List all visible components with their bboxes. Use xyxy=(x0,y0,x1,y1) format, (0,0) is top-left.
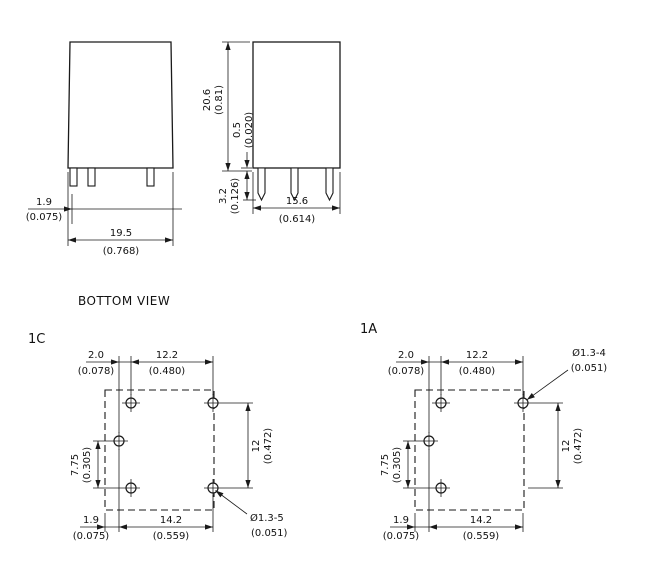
dim-1c-bottom: 1.9 (0.075) 14.2 (0.559) xyxy=(73,449,214,542)
callout-1c-hole-mm: Ø1.3-5 xyxy=(250,512,284,524)
body-outline-dashed xyxy=(104,389,215,511)
callout-1c-hole-in: (0.051) xyxy=(251,528,288,539)
dim-1c-bottom-span-mm: 14.2 xyxy=(160,515,182,526)
side-pin-length-in: (0.126) xyxy=(230,178,241,215)
dim-1a-left: 7.75 (0.305) xyxy=(380,440,432,489)
variant-1a-label: 1A xyxy=(360,322,377,337)
pin-hole xyxy=(110,432,128,450)
callout-1a-hole: Ø1.3-4 (0.051) xyxy=(526,347,608,401)
bottom-view-label: BOTTOM VIEW xyxy=(78,294,170,308)
side-view: 20.6 (0.81) 0.5 (0.020) 3.2 (0.126) 15.6 xyxy=(202,41,341,225)
dim-front-pin-offset: 1.9 (0.075) xyxy=(26,194,182,224)
dim-1a-left-in: (0.305) xyxy=(392,447,403,484)
dim-1a-left-mm: 7.75 xyxy=(380,454,391,476)
dim-1c-top: 2.0 (0.078) 12.2 (0.480) xyxy=(78,350,214,433)
side-height-mm: 20.6 xyxy=(202,89,213,111)
bottom-view-1c: 2.0 (0.078) 12.2 (0.480) 7.75 (0.305) 12… xyxy=(70,350,288,542)
dim-1c-right-in: (0.472) xyxy=(263,428,274,465)
side-depth-in: (0.614) xyxy=(279,214,316,225)
dim-1c-offset-in: (0.078) xyxy=(78,366,115,377)
front-pin-offset-mm: 1.9 xyxy=(36,197,52,208)
dim-1a-offset-in: (0.078) xyxy=(388,366,425,377)
front-width-mm: 19.5 xyxy=(110,228,132,239)
dim-1a-right: 12 (0.472) xyxy=(528,402,584,489)
pin-hole xyxy=(432,479,450,497)
dim-1a-offset-mm: 2.0 xyxy=(398,350,414,361)
side-pin-length-mm: 3.2 xyxy=(218,188,229,204)
bottom-view-1a: 2.0 (0.078) 12.2 (0.480) Ø1.3-4 (0.051) … xyxy=(380,347,607,542)
dim-1a-right-mm: 12 xyxy=(561,440,572,453)
dim-1a-bottom-span-mm: 14.2 xyxy=(470,515,492,526)
side-depth-mm: 15.6 xyxy=(286,196,308,207)
dim-1a-edge-mm: 1.9 xyxy=(393,515,409,526)
side-height-in: (0.81) xyxy=(214,85,225,115)
front-view: 1.9 (0.075) 19.5 (0.768) xyxy=(26,41,182,257)
pin-hole xyxy=(432,394,450,412)
pin xyxy=(290,167,299,202)
pin-hole xyxy=(204,394,222,412)
relay-body-side xyxy=(252,41,341,169)
dim-side-height: 20.6 (0.81) xyxy=(202,41,252,172)
dim-1a-edge-in: (0.075) xyxy=(383,531,420,542)
dim-1c-bottom-span-in: (0.559) xyxy=(153,531,190,542)
dim-1c-left: 7.75 (0.305) xyxy=(70,440,122,489)
dim-side-standoff: 0.5 (0.020) xyxy=(232,112,255,179)
dim-1c-offset-mm: 2.0 xyxy=(88,350,104,361)
pin-hole xyxy=(514,394,532,412)
pin-hole xyxy=(122,394,140,412)
dim-side-depth: 15.6 (0.614) xyxy=(252,172,341,225)
dim-1c-edge-in: (0.075) xyxy=(73,531,110,542)
dim-1c-left-mm: 7.75 xyxy=(70,454,81,476)
dim-1a-top-span-in: (0.480) xyxy=(459,366,496,377)
dim-1a-right-in: (0.472) xyxy=(573,428,584,465)
pin-hole xyxy=(122,479,140,497)
pin xyxy=(257,167,266,202)
dim-1c-left-in: (0.305) xyxy=(82,447,93,484)
dim-1c-right-mm: 12 xyxy=(251,440,262,453)
front-width-in: (0.768) xyxy=(103,246,140,257)
pin xyxy=(146,167,155,187)
dim-1a-bottom-span-in: (0.559) xyxy=(463,531,500,542)
callout-1a-hole-mm: Ø1.3-4 xyxy=(572,347,606,359)
body-outline-dashed xyxy=(414,389,525,511)
dim-side-pin-length: 3.2 (0.126) xyxy=(218,171,256,214)
dim-1c-top-span-mm: 12.2 xyxy=(156,350,178,361)
dim-1a-top: 2.0 (0.078) 12.2 (0.480) xyxy=(388,350,524,433)
variant-1c-label: 1C xyxy=(28,332,45,347)
dim-1c-edge-mm: 1.9 xyxy=(83,515,99,526)
dim-front-width: 19.5 (0.768) xyxy=(67,172,174,257)
callout-1a-hole-in: (0.051) xyxy=(571,363,608,374)
dim-1c-right: 12 (0.472) xyxy=(222,402,274,489)
side-standoff-in: (0.020) xyxy=(244,112,255,149)
dim-1a-top-span-mm: 12.2 xyxy=(466,350,488,361)
front-pin-offset-in: (0.075) xyxy=(26,212,63,223)
pin-hole xyxy=(420,432,438,450)
dim-1c-top-span-in: (0.480) xyxy=(149,366,186,377)
callout-1c-hole: Ø1.3-5 (0.051) xyxy=(215,490,288,539)
side-standoff-mm: 0.5 xyxy=(232,122,243,138)
relay-body-front xyxy=(67,41,174,169)
dim-1a-bottom: 1.9 (0.075) 14.2 (0.559) xyxy=(383,449,524,542)
pin xyxy=(69,167,78,187)
pin xyxy=(87,167,96,187)
pin xyxy=(325,167,334,202)
